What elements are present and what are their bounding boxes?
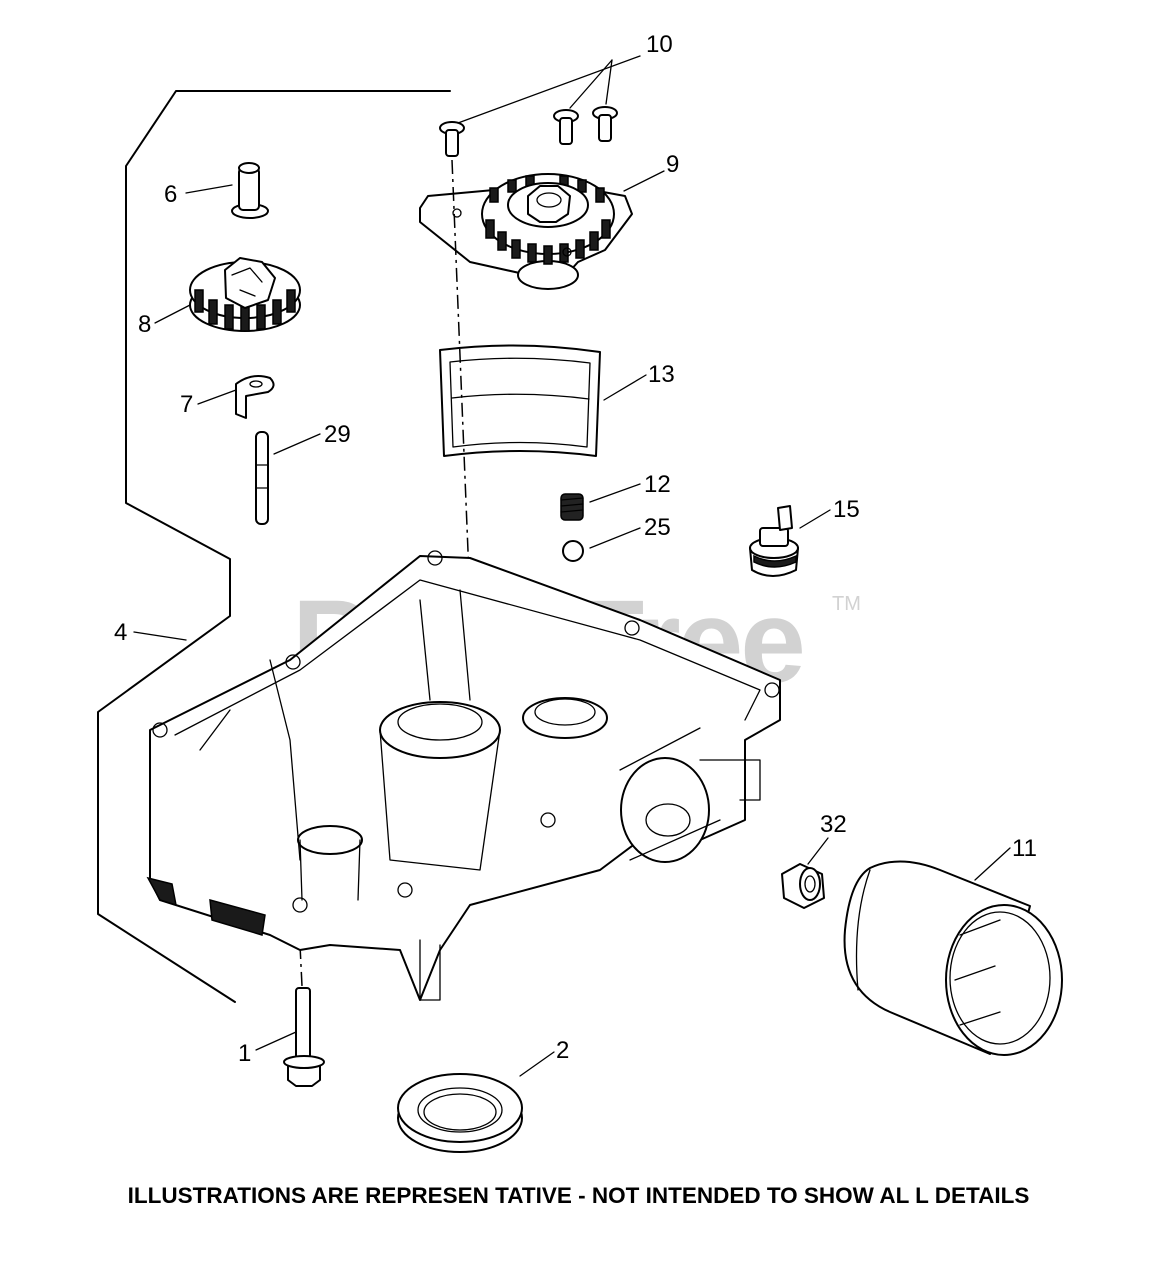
- part-8-gear: [189, 257, 301, 332]
- part-4-sump: [146, 550, 781, 1001]
- callout-15: 15: [833, 496, 860, 523]
- part-11-oil-filter: [843, 860, 1063, 1056]
- part-6-pin: [231, 162, 269, 219]
- part-1-bolt: [283, 987, 325, 1087]
- watermark-tm: TM: [832, 593, 861, 615]
- alignment-line-bottom: [299, 944, 303, 987]
- part-9-pump-gear: [419, 173, 633, 290]
- part-15-switch: [749, 505, 799, 577]
- callout-9: 9: [666, 151, 679, 178]
- part-13-screen: [439, 344, 601, 457]
- callout-8: 8: [138, 311, 151, 338]
- callout-10: 10: [646, 31, 673, 58]
- callout-32: 32: [820, 811, 847, 838]
- callout-7: 7: [180, 391, 193, 418]
- disclaimer-footer: ILLUSTRATIONS ARE REPRESEN TATIVE - NOT …: [127, 1183, 1030, 1208]
- callout-1: 1: [238, 1040, 251, 1067]
- callout-6: 6: [164, 181, 177, 208]
- part-2-seal: [397, 1073, 523, 1153]
- callout-13: 13: [648, 361, 675, 388]
- part-32-fitting: [781, 863, 825, 909]
- alignment-line: [451, 159, 471, 601]
- callout-4: 4: [114, 619, 127, 646]
- callout-2: 2: [556, 1037, 569, 1064]
- part-29-dowel: [255, 431, 269, 525]
- callout-11: 11: [1012, 835, 1037, 862]
- part-12-spring: [560, 493, 584, 521]
- part-25-ball: [562, 540, 584, 562]
- callout-29: 29: [324, 421, 351, 448]
- callout-25: 25: [644, 514, 671, 541]
- callout-12: 12: [644, 471, 671, 498]
- group-bracket-line: [97, 90, 451, 1003]
- part-7-bracket: [235, 375, 275, 419]
- leader-lines: [133, 55, 1011, 1077]
- part-10-bolts: [439, 106, 618, 157]
